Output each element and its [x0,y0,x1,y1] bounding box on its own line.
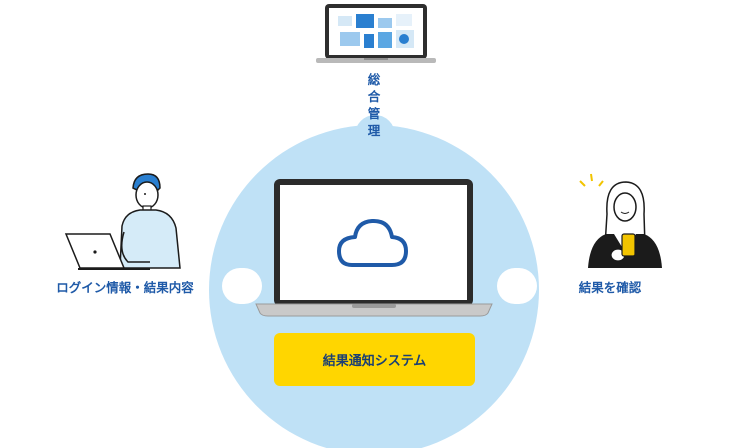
man-typing-icon [64,173,181,270]
right-label: 結果を確認 [578,280,642,295]
admin-laptop-icon [316,4,436,63]
top-label: 総合管理 [367,72,381,138]
center-laptop-icon [255,179,493,317]
woman-smartphone-icon [579,173,662,268]
left-label: ログイン情報・結果内容 [56,280,194,295]
system-box: 結果通知システム [274,333,475,386]
system-box-label: 結果通知システム [322,354,427,369]
cloud-icon [337,218,408,267]
